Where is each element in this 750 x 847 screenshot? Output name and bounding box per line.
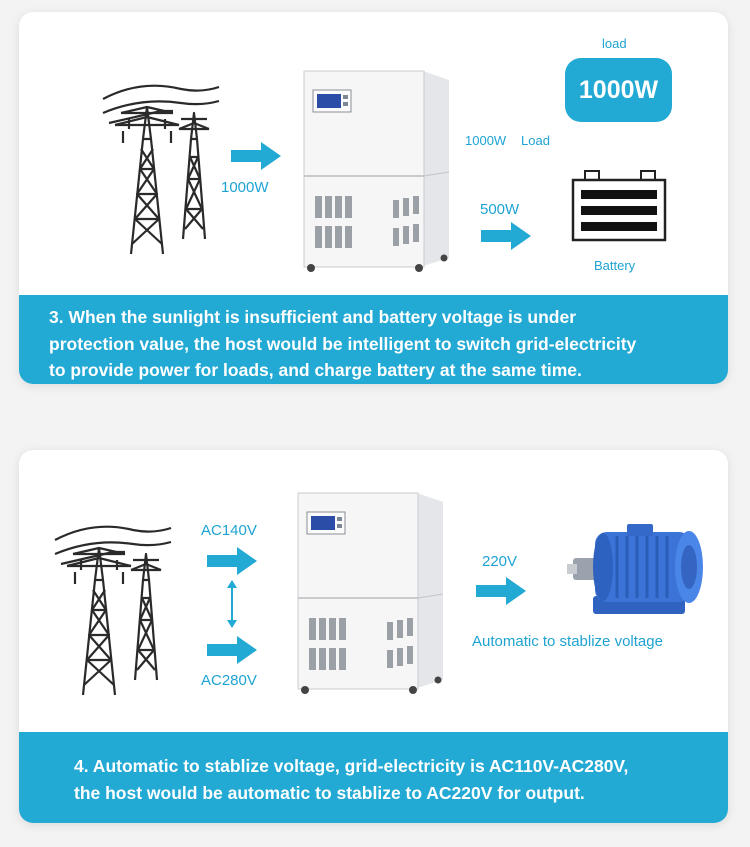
- input-power-label: 1000W: [221, 179, 269, 196]
- input-low-voltage-label: AC140V: [201, 522, 257, 539]
- description-band: 3. When the sunlight is insufficient and…: [19, 295, 728, 384]
- arrow-right-icon: [476, 576, 526, 606]
- description-band: 4. Automatic to stablize voltage, grid-e…: [19, 732, 728, 823]
- motor-caption: Automatic to stablize voltage: [472, 633, 663, 650]
- power-tower-icon: [101, 64, 221, 264]
- electric-motor-icon: [567, 524, 703, 614]
- load-arrow-label-load: Load: [521, 133, 550, 148]
- arrow-up-right-icon: [489, 78, 557, 138]
- battery-label: Battery: [594, 258, 636, 273]
- panel-voltage-stabilization: AC140V AC280V 220V Automatic to stablize…: [19, 450, 728, 823]
- arrow-right-icon: [481, 221, 531, 251]
- battery-power-label: 500W: [480, 201, 520, 218]
- stabilizer-cabinet-icon: [301, 68, 451, 273]
- arrow-right-icon: [231, 141, 281, 171]
- power-tower-icon: [53, 510, 173, 700]
- arrow-right-icon: [207, 546, 257, 576]
- arrow-right-icon: [207, 635, 257, 665]
- load-arrow-label: 1000W: [465, 133, 507, 148]
- description-text: 3. When the sunlight is insufficient and…: [49, 307, 637, 380]
- battery-icon: [571, 170, 667, 242]
- double-arrow-icon: [227, 580, 237, 628]
- stabilizer-cabinet-icon: [295, 490, 445, 695]
- output-voltage-label: 220V: [482, 553, 518, 570]
- load-caption: load: [602, 36, 627, 51]
- load-power-box: 1000W: [565, 58, 672, 122]
- description-text: 4. Automatic to stablize voltage, grid-e…: [74, 756, 629, 803]
- input-high-voltage-label: AC280V: [201, 672, 257, 689]
- panel-grid-charging: 1000W load 1000W 1000W Load 500W Battery…: [19, 12, 728, 384]
